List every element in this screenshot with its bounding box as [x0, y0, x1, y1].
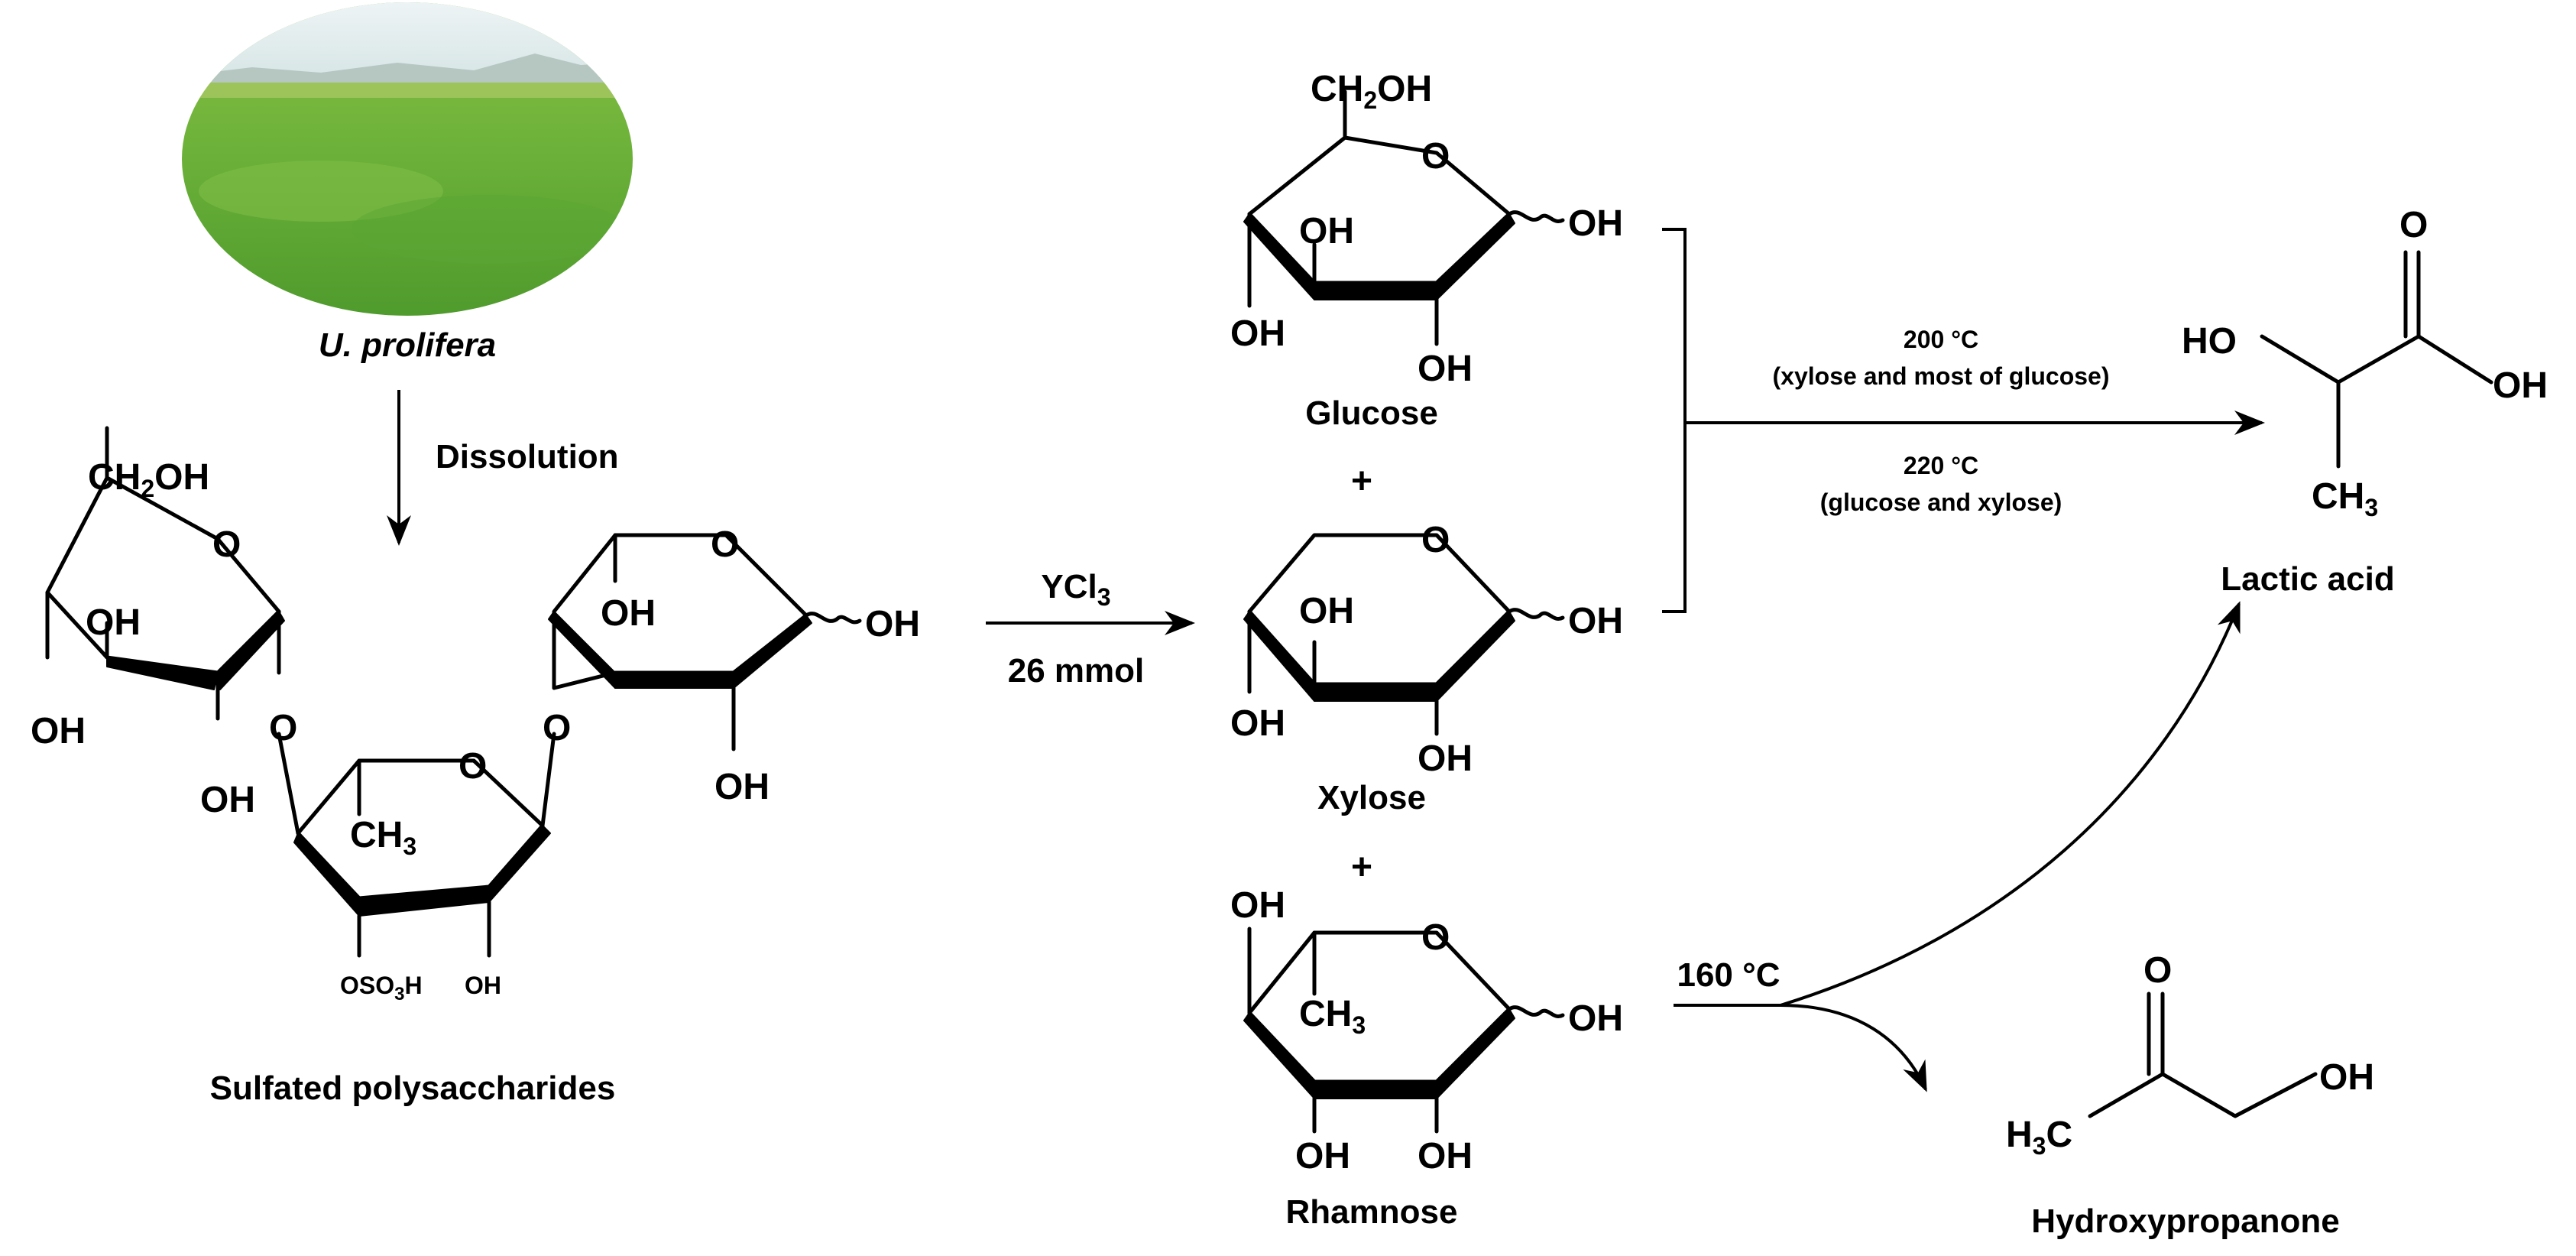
ring-a-wedge-right	[217, 611, 285, 690]
condition-160: 160 °C	[1677, 956, 1780, 994]
xylose-structure: O OH OH OH OH	[1230, 520, 1623, 779]
glucose-oxygen: O	[1421, 136, 1450, 177]
h3c-label: H3C	[2006, 1115, 2072, 1160]
oh-label: OH	[1418, 349, 1473, 389]
oh-label: OH	[200, 780, 255, 820]
plus-sign: +	[1351, 847, 1372, 888]
oh-label: OH	[2493, 365, 2548, 406]
ring-c-wedge	[614, 672, 734, 689]
oh-label: OH	[1568, 601, 1623, 641]
glucose-name: Glucose	[1305, 394, 1438, 432]
catalyst-amount: 26 mmol	[1008, 652, 1145, 690]
carbonyl-oxygen: O	[2143, 950, 2172, 991]
condition-220-note: (glucose and xylose)	[1820, 488, 2062, 516]
glycosidic-oxygen: O	[269, 708, 297, 748]
rhamnose-name: Rhamnose	[1286, 1193, 1458, 1231]
bracket	[1662, 228, 1687, 613]
glucose-structure: CH2OH O OH OH OH OH	[1230, 69, 1623, 389]
lactic-acid-name: Lactic acid	[2221, 560, 2394, 598]
oh-label: OH	[86, 602, 141, 643]
oh-label: OH	[465, 972, 501, 999]
hydroxypropanone-name: Hydroxypropanone	[2031, 1202, 2339, 1240]
carbonyl-oxygen: O	[2399, 205, 2428, 245]
oh-label: OH	[31, 711, 86, 751]
plus-sign: +	[1351, 461, 1372, 501]
ring-b-oxygen: O	[458, 746, 487, 787]
rhamnose-structure: OH O CH3 OH OH OH	[1230, 885, 1623, 1176]
condition-200-note: (xylose and most of glucose)	[1773, 362, 2110, 390]
ring-a-oxygen: O	[212, 524, 241, 565]
ring-a-frame	[45, 475, 281, 675]
ch2oh-label: CH2OH	[1311, 69, 1432, 114]
oh-label: OH	[2319, 1057, 2374, 1098]
xylose-oxygen: O	[1421, 520, 1450, 560]
oh-label: OH	[1299, 211, 1354, 252]
oh-label: OH	[1418, 738, 1473, 779]
polysaccharide-structure: CH2OH O OH OH OH O O CH3 OSO3H OH O O OH…	[31, 426, 920, 1004]
oh-label: OH	[1299, 591, 1354, 631]
condition-220: 220 °C	[1904, 452, 1978, 479]
oh-label: OH	[1295, 1136, 1350, 1176]
oh-label: OH	[1230, 313, 1285, 354]
ch3-label: CH3	[2312, 476, 2378, 521]
algae-photo	[182, 2, 633, 316]
ho-label: HO	[2182, 321, 2237, 362]
catalyst-label: YCl3	[1041, 568, 1110, 611]
oh-label: OH	[1568, 998, 1623, 1039]
hydroxypropanone-structure: O OH H3C	[2006, 950, 2374, 1160]
oso3h-label: OSO3H	[340, 972, 423, 1004]
to-hydroxypropanone-arrow	[1780, 1004, 1927, 1092]
oh-label: OH	[601, 593, 656, 634]
dissolution-label: Dissolution	[436, 438, 619, 475]
oh-label: OH	[865, 604, 920, 644]
algae-name: U. prolifera	[319, 326, 496, 364]
oh-label: OH	[1230, 885, 1285, 926]
ring-c-oxygen: O	[711, 524, 739, 565]
oh-label: OH	[1568, 203, 1623, 244]
xylose-name: Xylose	[1317, 779, 1426, 816]
oh-label: OH	[714, 767, 770, 807]
rhamnose-oxygen: O	[1421, 917, 1450, 958]
ch3-label: CH3	[1299, 994, 1366, 1039]
oh-label: OH	[1230, 703, 1285, 744]
polysaccharide-name: Sulfated polysaccharides	[210, 1069, 616, 1107]
ch2oh-label: CH2OH	[88, 457, 209, 502]
glycosidic-oxygen: O	[543, 708, 571, 748]
ch3-label: CH3	[350, 815, 416, 860]
to-lactic-acid-arrow	[1780, 601, 2241, 1007]
lactic-acid-structure: HO O OH CH3	[2182, 205, 2548, 521]
ring-c-frame	[552, 533, 808, 690]
oh-label: OH	[1418, 1136, 1473, 1176]
ring-a-wedge	[106, 657, 219, 690]
condition-200: 200 °C	[1904, 326, 1978, 353]
